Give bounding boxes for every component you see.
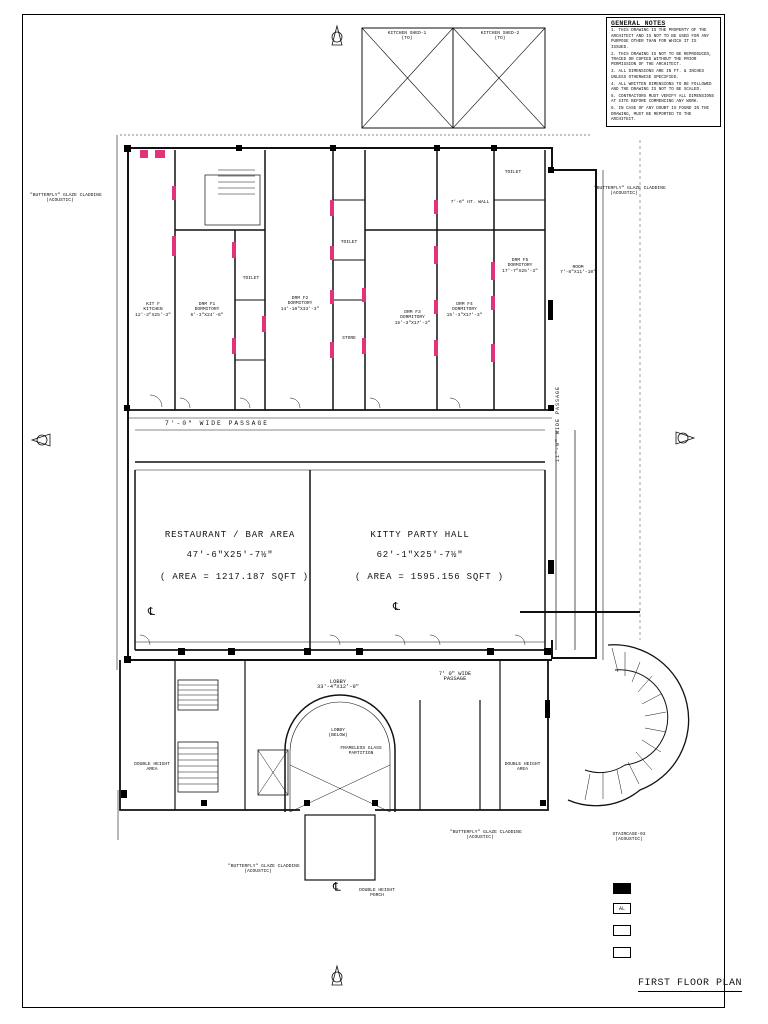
- cladding-note-right: "BUTTERFLY" GLAZE CLADDING(ACOUSTIC): [594, 186, 666, 197]
- store-label: STORE: [342, 336, 356, 341]
- wall-height-note: 7'-6" HT. WALL: [450, 200, 490, 205]
- note-item: 6. IN CASE OF ANY DOUBT IS FOUND IN THE …: [611, 107, 710, 122]
- kitchen-shed-1-label: KITCHEN SHED-1(TO): [387, 31, 427, 42]
- centerline-symbol: ℄: [148, 607, 156, 619]
- general-notes-box: GENERAL NOTES 1. THIS DRAWING IS THE PRO…: [606, 17, 721, 127]
- drawing-sheet: [22, 14, 725, 1008]
- toilet-label: TOILET: [242, 276, 260, 281]
- note-item: 2. THIS DRAWING IS NOT TO BE REPRODUCED,…: [611, 52, 712, 68]
- note-item: 5. CONTRACTORS MUST VERIFY ALL DIMENSION…: [611, 94, 715, 105]
- restaurant-area: ( AREA = 1217.187 SQFT ): [160, 572, 309, 582]
- legend-swatch-solid: [613, 883, 631, 894]
- note-item: 1. THIS DRAWING IS THE PROPERTY OF THE A…: [611, 29, 710, 50]
- cladding-note-bottom-right: "BUTTERFLY" GLAZE CLADDING(ACOUSTIC): [450, 830, 522, 841]
- legend-swatch-al: AL: [613, 903, 631, 914]
- toilet-label: TOILET: [504, 170, 522, 175]
- staircase-label: STAIRCASE-03(ACOUSTIC): [612, 832, 646, 843]
- toilet-label: TOILET: [340, 240, 358, 245]
- kitty-hall-dims: 62'-1"X25'-7½": [376, 550, 464, 560]
- note-item: 3. ALL DIMENSIONS ARE IN FT. & INCHES UN…: [611, 70, 704, 80]
- kitchen-shed-2-label: KITCHEN SHED-2(TO): [480, 31, 520, 42]
- drawing-title: FIRST FLOOR PLAN: [638, 978, 743, 992]
- general-notes-heading: GENERAL NOTES: [611, 20, 666, 27]
- side-passage-label: 11'-0" WIDE PASSAGE: [555, 385, 561, 462]
- cladding-note-left: "BUTTERFLY" GLAZE CLADDING(ACOUSTIC): [30, 193, 102, 204]
- restaurant-name: RESTAURANT / BAR AREA: [164, 530, 296, 540]
- note-item: 4. ALL WRITTEN DIMENSIONS TO BE FOLLOWED…: [611, 82, 712, 92]
- kitty-hall-name: KITTY PARTY HALL: [370, 530, 470, 540]
- legend-swatch-empty: [613, 947, 631, 958]
- passage-label: 7'-0" WIDE PASSAGE: [165, 420, 270, 427]
- kitty-hall-area: ( AREA = 1595.156 SQFT ): [355, 572, 504, 582]
- lobby-below-label: LOBBY(BELOW): [328, 728, 348, 739]
- centerline-symbol: ℄: [393, 602, 401, 614]
- cladding-note-bottom-left: "BUTTERFLY" GLAZE CLADDING(ACOUSTIC): [228, 864, 300, 875]
- restaurant-dims: 47'-6"X25'-7½": [186, 550, 274, 560]
- legend-swatch-empty: [613, 925, 631, 936]
- centerline-symbol: ℄: [333, 881, 341, 895]
